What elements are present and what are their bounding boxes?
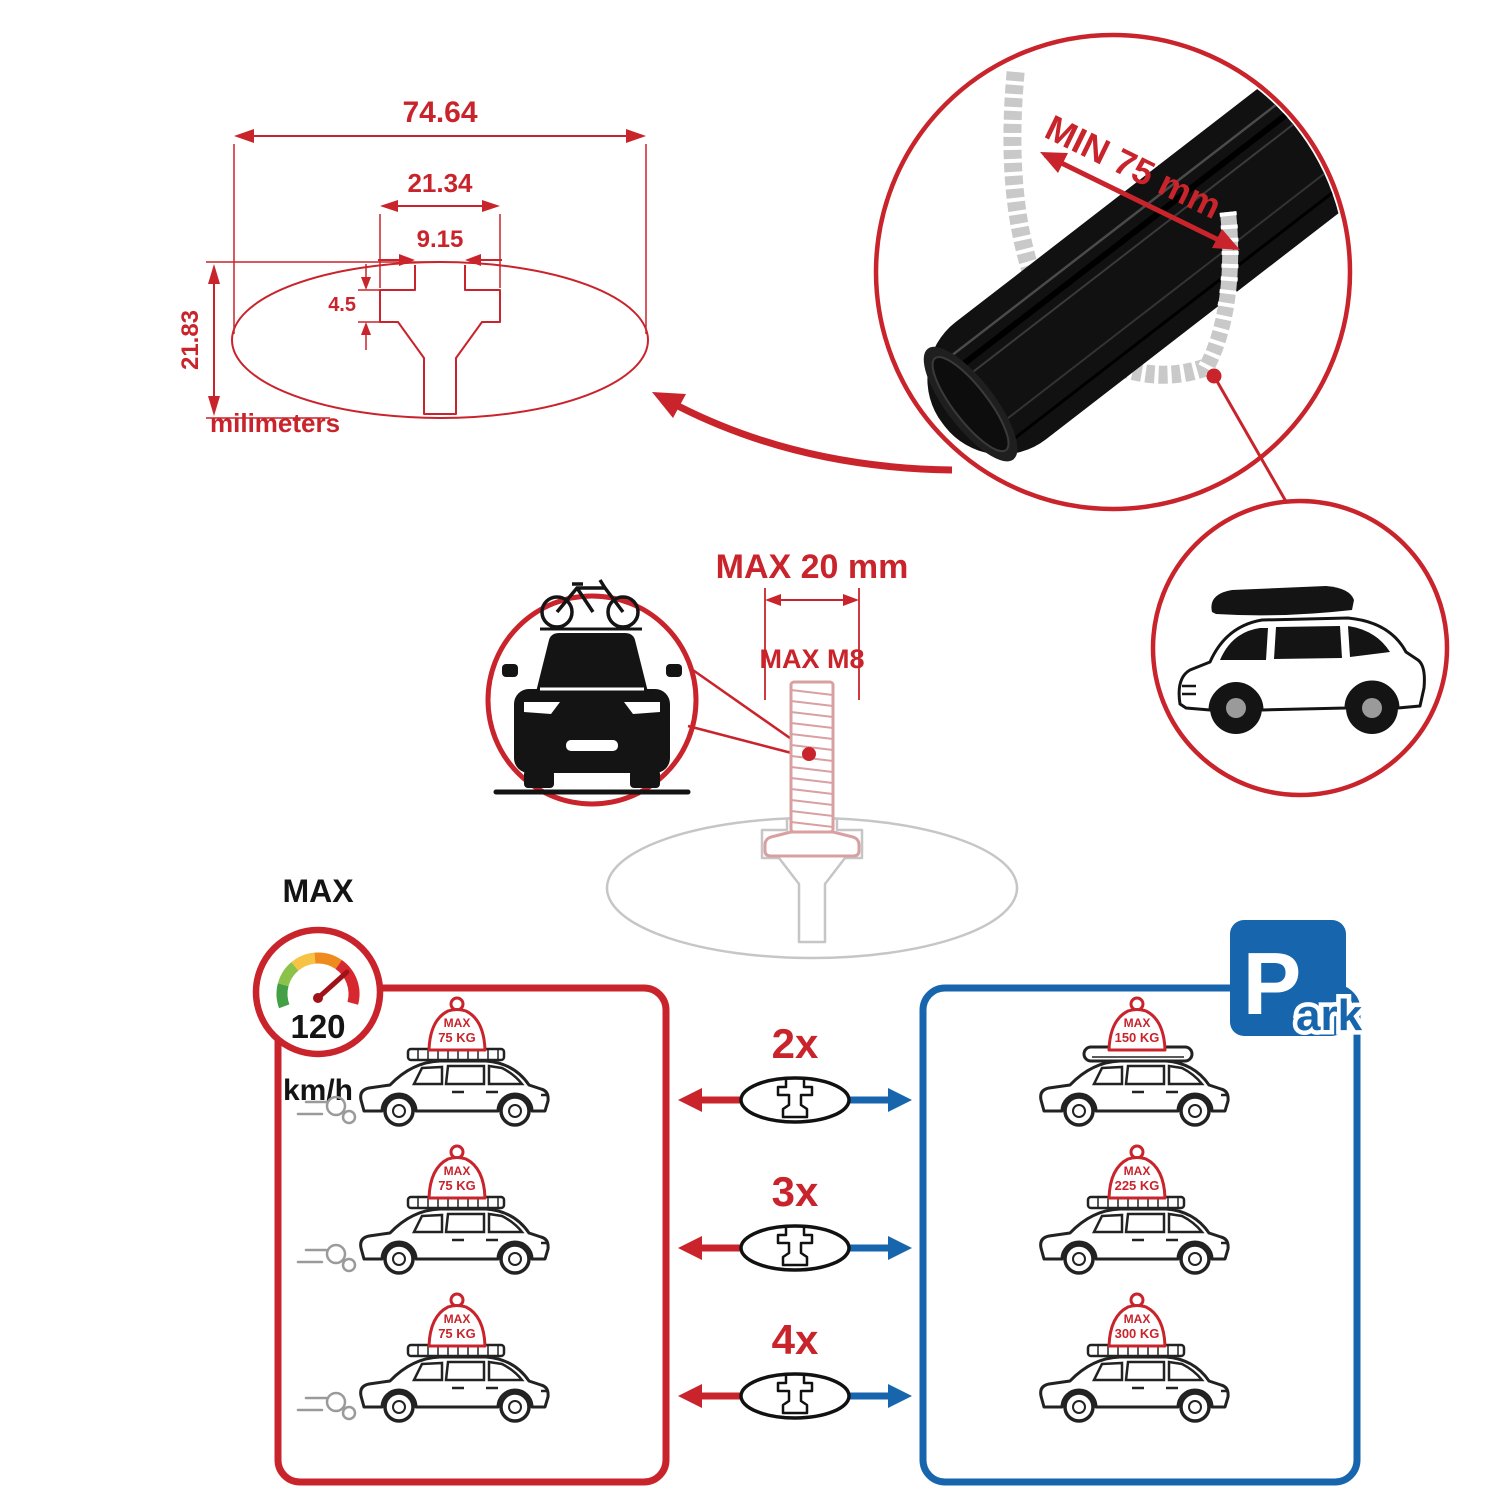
crossbar-cross-section-icon <box>739 1224 851 1272</box>
load-tag-value: 150 KG <box>1115 1030 1160 1045</box>
load-tag-value: 225 KG <box>1115 1178 1160 1193</box>
closeup-to-suv-line <box>1212 375 1294 513</box>
speed-max-label: MAX <box>282 873 354 909</box>
crossbar-cross-section-icon <box>739 1076 851 1124</box>
gauge-hub <box>313 993 323 1003</box>
multiplier-row-3: 4x <box>678 1316 912 1420</box>
dim-channel-width <box>379 200 501 288</box>
multiplier-row-1: 2x <box>678 1020 912 1124</box>
clamp-rod-front <box>1196 211 1239 376</box>
suv-roofbox-badge <box>1150 498 1450 798</box>
crossbar-closeup-badge: MIN 75 mm <box>652 32 1353 513</box>
parking-sign-suffix: ark <box>1296 991 1363 1040</box>
dim-total-width-label: 74.64 <box>402 96 477 129</box>
parked-car-row-1: MAX 150 KG <box>1038 996 1230 1127</box>
bolt-dimension-diagram: MAX 20 mm MAX M8 <box>605 548 1019 960</box>
dim-slot-width <box>378 254 502 266</box>
car-to-bolt-leader <box>687 666 808 759</box>
parked-car-row-3: MAX 300 KG <box>1038 1292 1230 1423</box>
suv-with-roofbox-icon <box>1177 586 1426 734</box>
driving-car-row-3: MAX 75 KG <box>296 1292 550 1423</box>
bolt-max-width-label: MAX 20 mm <box>716 548 909 586</box>
load-tag-title: MAX <box>1124 1016 1151 1030</box>
load-tag-title: MAX <box>444 1016 471 1030</box>
parking-sign-letter: P <box>1243 934 1302 1033</box>
load-tag-title: MAX <box>1124 1164 1151 1178</box>
bolt-max-thread-label: MAX M8 <box>759 644 864 674</box>
load-tag-value: 300 KG <box>1115 1326 1160 1341</box>
load-tag-value: 75 KG <box>438 1030 476 1045</box>
units-label: milimeters <box>210 408 340 438</box>
driving-car-row-2: MAX 75 KG <box>296 1144 550 1275</box>
parking-sign-icon: P ark <box>1230 920 1367 1045</box>
dim-lip-depth <box>358 264 380 350</box>
car-front-badge <box>485 579 808 807</box>
dim-slot-width-label: 9.15 <box>417 226 464 253</box>
load-tag-value: 75 KG <box>438 1178 476 1193</box>
speedometer-circle <box>252 926 384 1058</box>
gauge-needle <box>315 969 350 1001</box>
closeup-contents <box>923 39 1346 462</box>
bolt-leader-dot <box>802 747 816 761</box>
multiplier-row-2: 3x <box>678 1168 912 1272</box>
load-tag-title: MAX <box>444 1312 471 1326</box>
parked-car-row-2: MAX 225 KG <box>1038 1144 1230 1275</box>
load-tag-title: MAX <box>444 1164 471 1178</box>
crossbar-cross-section-icon <box>739 1372 851 1420</box>
dim-lip-depth-label: 4.5 <box>328 294 356 316</box>
min-length-arrow <box>1040 152 1240 251</box>
dim-total-height-label: 21.83 <box>177 310 204 370</box>
crossbar-profile-drawing: 74.64 21.34 9.15 4.5 <box>177 96 649 438</box>
multiplier-label: 2x <box>772 1020 819 1067</box>
dim-total-width <box>233 129 647 334</box>
dim-channel-width-label: 21.34 <box>407 168 473 198</box>
speedometer-gauge-icon <box>276 952 360 1009</box>
driving-car-row-1: MAX 75 KG <box>296 996 550 1127</box>
crossbar-3d-icon <box>923 39 1346 462</box>
speed-value: 120 <box>290 1008 345 1045</box>
dim-total-height <box>206 261 438 419</box>
dim-bolt-width <box>764 588 860 700</box>
multiplier-label: 3x <box>772 1168 819 1215</box>
profile-t-slot <box>379 265 501 415</box>
bicycle-icon <box>540 579 642 631</box>
car-front-with-bike-icon <box>493 579 691 795</box>
load-tag-title: MAX <box>1124 1312 1151 1326</box>
load-tag-value: 75 KG <box>438 1326 476 1341</box>
closeup-to-profile-arrow <box>652 392 953 474</box>
multiplier-label: 4x <box>772 1316 819 1363</box>
speed-limit-badge: MAX 120 km/h <box>252 873 384 1107</box>
